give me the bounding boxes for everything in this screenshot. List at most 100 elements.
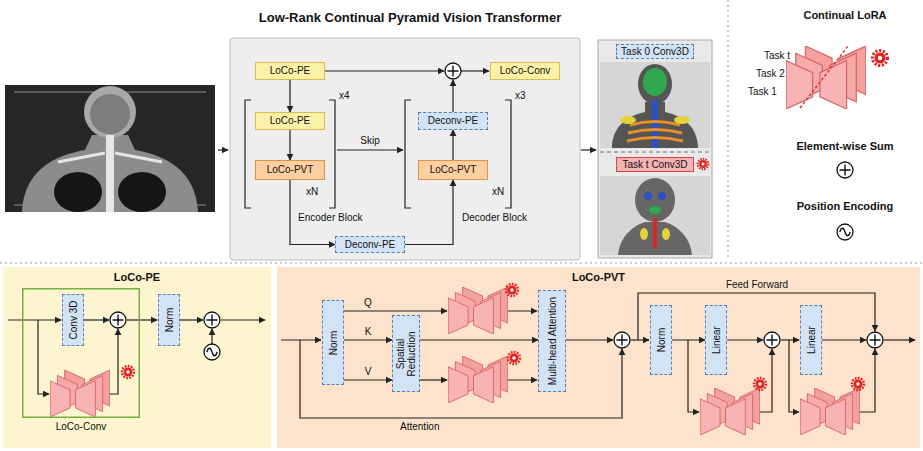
wires [727,339,763,340]
segmentation-output [600,152,710,153]
ct-scan [58,153,162,162]
box-label: Norm [164,297,175,343]
panel-grounds [230,38,580,260]
ct-scan [5,85,215,212]
diagram-title: Low-Rank Continual Pyramid Vision Transf… [259,10,561,25]
symbols [837,224,853,240]
segmentation-output [640,228,648,240]
wires [631,339,649,340]
conv-block: Conv 3D [62,294,84,346]
legend-label: Element-wise Sum [796,140,893,152]
ct-scan [106,135,114,212]
wires [127,319,157,320]
norm-block: Norm [650,305,672,375]
segmentation-output [635,178,675,222]
legend-label: Position Encoding [797,200,894,212]
wires [218,149,228,150]
symbols [50,46,887,435]
segmentation-output [652,100,658,148]
symbols [448,356,508,403]
symbols [506,284,518,296]
segmentation-output [653,218,657,248]
ct-scan [118,172,166,212]
symbols [800,388,860,435]
wires [566,339,613,340]
box-label: Deconv-PE [428,115,479,127]
panel-grounds [3,267,271,448]
wires [38,320,49,394]
symbols [122,366,134,378]
annotation-label: Task t [764,50,790,62]
wires [211,329,212,344]
edge-label: V [365,366,372,378]
ct-scan [54,172,102,212]
box-label: Linear [711,308,722,372]
legend-label: Continual LoRA [803,9,886,21]
conv-block: LoCo-Conv [490,62,560,80]
wires [452,80,453,112]
pvt-block: LoCo-PVT [255,160,325,180]
wires [405,100,511,208]
ct-scan [90,94,130,134]
panel-grounds [277,267,920,448]
annotation-label: Skip [360,135,379,147]
deconv-block: Deconv-PE [418,112,488,130]
norm-block: Norm [158,294,180,346]
wires [581,149,596,150]
annotation-label: x3 [515,90,526,102]
box-label: Norm [656,308,667,372]
wires [84,319,109,320]
panel-heading: LoCo-PE [3,271,271,283]
annotation-label: xN [492,186,504,198]
symbols [867,332,883,348]
symbols [204,312,220,328]
box-label: LoCo-PE [270,115,311,127]
connector-arrow [344,379,392,380]
box-label: Linear [806,308,817,372]
segmentation-output [674,116,690,124]
norm-block: Norm [322,300,344,385]
deconv-block: Deconv-PE [335,236,405,253]
wires [638,293,875,340]
connector-arrow [344,339,392,340]
segmentation-output [627,122,683,142]
box-label: Norm [328,303,339,382]
panel-heading: LoCo-PVT [277,271,920,283]
box-label: Conv 3D [68,297,79,343]
symbols [764,332,780,348]
ct-scan [5,85,215,212]
reduction-block: Spatial Reduction [392,315,420,392]
wires [781,339,799,340]
wires [789,340,799,412]
connector-arrow [452,130,453,160]
loco-conv-group: LoCo-ConvConv 3D [22,288,140,418]
box-label: Multi-head Attention [547,293,558,389]
pe-block: LoCo-PE [255,62,325,80]
wires [180,319,203,320]
wires [884,339,915,340]
wires [461,70,489,71]
annotation-label: Feed Forward [726,279,788,291]
symbols [448,287,508,334]
linear-block: Linear [800,305,822,375]
box-label: LoCo-PVT [430,164,477,176]
wires [300,340,622,418]
connector-arrow [289,130,290,160]
box-label: Task t Conv3D [622,159,687,171]
symbols [614,332,630,348]
wires [344,310,447,311]
task-head: Task t Conv3D [616,157,694,172]
symbols [700,388,760,435]
segmentation-output [649,206,661,214]
segmentation-output [662,228,670,240]
annotation-label: Q [364,297,372,309]
connector-arrow [672,339,705,340]
annotation-label: xN [306,186,318,198]
box-label: Task 0 Conv3D [621,46,689,58]
box-label: Spatial Reduction [395,318,417,389]
connector-arrow [289,80,290,112]
pvt-block: LoCo-PVT [418,160,488,180]
